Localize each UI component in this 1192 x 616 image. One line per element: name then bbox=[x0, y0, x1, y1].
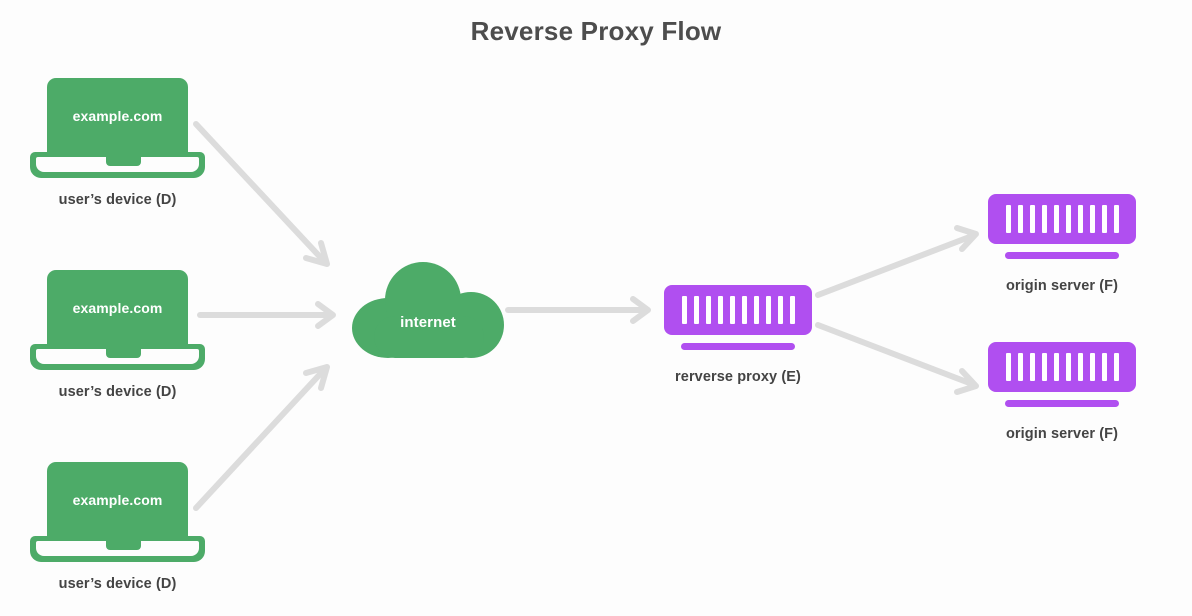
laptop-screen-text: example.com bbox=[72, 492, 163, 508]
arrow-internet-to-proxy bbox=[505, 296, 651, 324]
internet-label: internet bbox=[400, 314, 456, 331]
server-bar bbox=[753, 296, 759, 324]
client-bottom[interactable]: example.com user’s device (D) bbox=[30, 462, 205, 592]
server-bar bbox=[1041, 205, 1047, 233]
arrow-proxy-to-origin-bottom bbox=[815, 322, 979, 395]
arrow-client-middle-to-internet bbox=[197, 301, 336, 329]
server-bar bbox=[1077, 353, 1083, 381]
server-stand bbox=[1005, 252, 1119, 259]
server-bar bbox=[765, 296, 771, 324]
server-bar bbox=[693, 296, 699, 324]
internet-node[interactable]: internet bbox=[352, 262, 504, 358]
laptop-base bbox=[30, 536, 205, 562]
server-bar bbox=[1065, 353, 1071, 381]
laptop-screen: example.com bbox=[47, 78, 188, 156]
server-bar bbox=[717, 296, 723, 324]
server-box bbox=[988, 194, 1136, 244]
laptop-notch-icon bbox=[106, 349, 141, 358]
client-bottom-label: user’s device (D) bbox=[58, 576, 177, 592]
server-bar bbox=[1089, 353, 1095, 381]
server-bar bbox=[1113, 353, 1119, 381]
laptop-base bbox=[30, 344, 205, 370]
server-bar bbox=[777, 296, 783, 324]
server-bar bbox=[1101, 353, 1107, 381]
server-icon bbox=[988, 194, 1136, 262]
laptop-icon: example.com bbox=[30, 462, 205, 562]
arrow-client-bottom-to-internet bbox=[193, 364, 330, 511]
cloud-base bbox=[374, 316, 484, 358]
reverse-proxy-node[interactable]: rerverse proxy (E) bbox=[664, 285, 812, 385]
server-bar bbox=[1113, 205, 1119, 233]
server-bar bbox=[1053, 205, 1059, 233]
server-bar bbox=[789, 296, 795, 324]
server-bar bbox=[1029, 205, 1035, 233]
server-bar bbox=[1065, 205, 1071, 233]
origin-server-top[interactable]: origin server (F) bbox=[988, 194, 1136, 294]
laptop-screen-text: example.com bbox=[72, 108, 163, 124]
server-box bbox=[988, 342, 1136, 392]
origin-server-bottom[interactable]: origin server (F) bbox=[988, 342, 1136, 442]
client-top[interactable]: example.com user’s device (D) bbox=[30, 78, 205, 208]
laptop-icon: example.com bbox=[30, 78, 205, 178]
cloud-icon: internet bbox=[352, 262, 504, 358]
laptop-base-inner bbox=[36, 541, 199, 556]
server-bar bbox=[1017, 353, 1023, 381]
laptop-base-inner bbox=[36, 349, 199, 364]
arrow-client-top-to-internet bbox=[193, 121, 330, 267]
server-bar bbox=[1089, 205, 1095, 233]
server-bar bbox=[729, 296, 735, 324]
laptop-screen: example.com bbox=[47, 270, 188, 348]
laptop-base-inner bbox=[36, 157, 199, 172]
server-bar bbox=[1041, 353, 1047, 381]
laptop-screen: example.com bbox=[47, 462, 188, 540]
server-bar bbox=[741, 296, 747, 324]
laptop-icon: example.com bbox=[30, 270, 205, 370]
server-bar bbox=[1017, 205, 1023, 233]
client-top-label: user’s device (D) bbox=[58, 192, 177, 208]
origin-server-top-label: origin server (F) bbox=[1005, 278, 1119, 294]
laptop-screen-text: example.com bbox=[72, 300, 163, 316]
server-icon bbox=[664, 285, 812, 353]
server-box bbox=[664, 285, 812, 335]
server-bar bbox=[1005, 205, 1011, 233]
server-icon bbox=[988, 342, 1136, 410]
server-stand bbox=[1005, 400, 1119, 407]
server-bar bbox=[705, 296, 711, 324]
page-title: Reverse Proxy Flow bbox=[470, 16, 722, 46]
origin-server-bottom-label: origin server (F) bbox=[1005, 426, 1119, 442]
laptop-base bbox=[30, 152, 205, 178]
client-middle-label: user’s device (D) bbox=[58, 384, 177, 400]
server-stand bbox=[681, 343, 795, 350]
server-bar bbox=[681, 296, 687, 324]
server-bar bbox=[1053, 353, 1059, 381]
client-middle[interactable]: example.com user’s device (D) bbox=[30, 270, 205, 400]
reverse-proxy-label: rerverse proxy (E) bbox=[675, 369, 801, 385]
arrow-proxy-to-origin-top bbox=[815, 225, 979, 298]
server-bar bbox=[1029, 353, 1035, 381]
server-bar bbox=[1005, 353, 1011, 381]
laptop-notch-icon bbox=[106, 157, 141, 166]
server-bar bbox=[1077, 205, 1083, 233]
laptop-notch-icon bbox=[106, 541, 141, 550]
server-bar bbox=[1101, 205, 1107, 233]
